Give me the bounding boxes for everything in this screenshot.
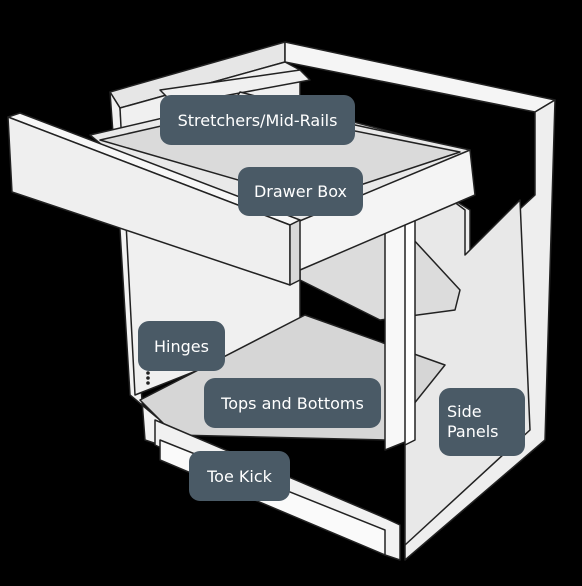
label-toe-kick: Toe Kick xyxy=(189,451,290,501)
hinge-dot xyxy=(146,371,150,375)
hinge-dot xyxy=(146,376,150,380)
label-drawer-box: Drawer Box xyxy=(238,167,363,216)
label-stretchers-mid-rails: Stretchers/Mid-Rails xyxy=(160,95,355,145)
label-hinges: Hinges xyxy=(138,321,225,371)
hinge-dot xyxy=(146,381,150,385)
label-side-panels: Side Panels xyxy=(439,388,525,456)
drawer-front-edge xyxy=(289,219,301,286)
label-tops-and-bottoms: Tops and Bottoms xyxy=(204,378,381,428)
